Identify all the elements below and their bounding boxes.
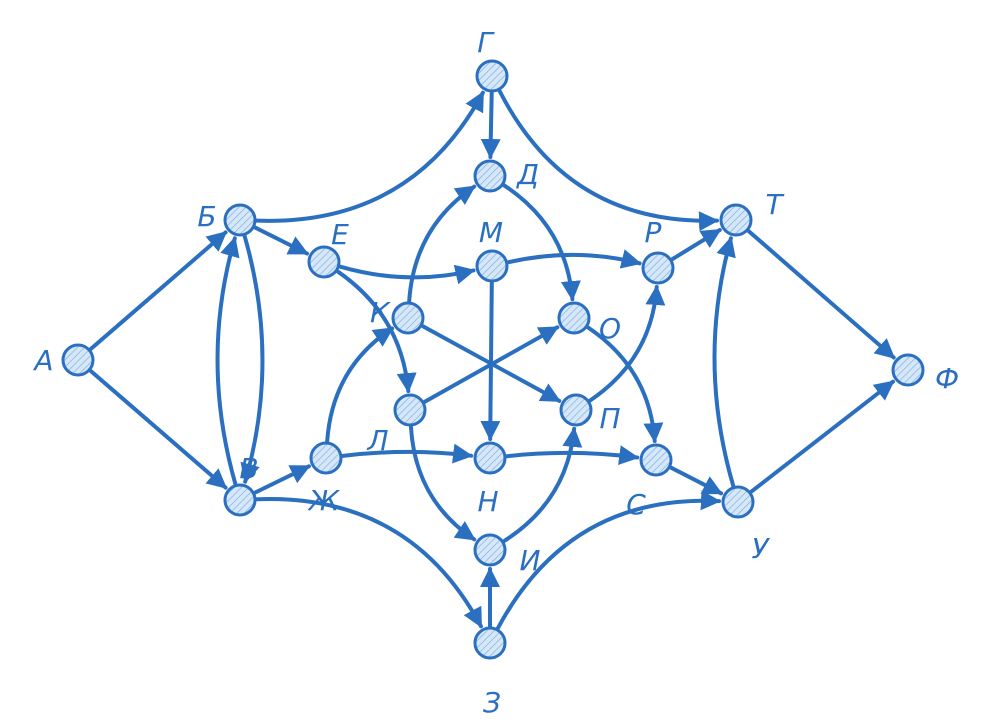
edge-N-S <box>504 445 640 466</box>
node-U <box>721 485 755 519</box>
node-V <box>223 483 257 517</box>
edge-T-F <box>746 229 896 360</box>
edge-Z-U <box>496 490 721 630</box>
edge-B-E <box>253 225 309 256</box>
edge-V-B <box>215 236 240 486</box>
edge-U-F <box>749 379 895 494</box>
node-label-G: Г <box>477 26 495 59</box>
node-P <box>559 393 593 427</box>
node-label-I: И <box>520 544 541 577</box>
edge-L-I <box>409 425 477 542</box>
edge-D-O <box>502 183 581 302</box>
node-K <box>391 301 425 335</box>
edge-G-D <box>480 91 501 159</box>
edge-U-T <box>712 236 736 488</box>
node-D <box>473 159 507 193</box>
edge-P-R <box>588 285 666 403</box>
node-L <box>393 393 427 427</box>
node-label-R: Р <box>645 216 662 249</box>
node-label-P: П <box>599 402 620 435</box>
edge-E-L <box>336 269 417 394</box>
labels-layer: А Б В Г Д Е Ж З И К Л М Н О П Р С Т У Ф <box>32 26 959 719</box>
node-label-V: В <box>239 452 258 485</box>
node-label-S: С <box>626 488 646 521</box>
node-label-T: Т <box>765 188 784 221</box>
edge-B-G <box>255 90 485 223</box>
node-label-M: М <box>479 216 503 249</box>
edge-A-V <box>88 369 228 490</box>
node-I <box>473 533 507 567</box>
edge-V-Zh <box>253 464 311 495</box>
node-B <box>223 203 257 237</box>
node-Z <box>473 626 507 660</box>
node-label-O: О <box>599 312 621 345</box>
nodes-layer <box>61 59 925 660</box>
node-label-B: Б <box>197 200 216 233</box>
edge-Zh-N <box>340 443 474 464</box>
node-label-N: Н <box>477 485 498 518</box>
node-label-E: Е <box>331 218 349 251</box>
edge-O-S <box>586 325 664 443</box>
node-S <box>639 443 673 477</box>
node-label-K: К <box>370 296 391 329</box>
node-T <box>719 203 753 237</box>
edge-R-T <box>670 228 722 262</box>
node-label-Zh: Ж <box>307 484 341 517</box>
node-label-Z: З <box>483 686 501 719</box>
node-O <box>557 301 591 335</box>
edge-E-M <box>338 264 476 285</box>
node-E <box>307 245 341 279</box>
node-G <box>475 59 509 93</box>
edge-A-B <box>88 230 228 351</box>
edge-M-R <box>506 249 642 269</box>
edge-V-Z <box>255 497 483 629</box>
node-label-L: Л <box>366 424 388 457</box>
node-A <box>61 343 95 377</box>
edge-B-V <box>240 234 265 484</box>
edge-M-N <box>480 281 501 441</box>
node-Zh <box>309 441 343 475</box>
node-label-U: У <box>751 532 770 565</box>
edge-G-T <box>497 89 719 232</box>
edge-K-D <box>407 184 477 303</box>
node-label-A: А <box>32 344 53 377</box>
node-label-F: Ф <box>935 362 959 395</box>
edge-I-P <box>502 426 583 543</box>
edge-S-U <box>669 465 724 496</box>
node-label-D: Д <box>515 158 539 191</box>
edge-Zh-K <box>325 326 395 443</box>
edges-layer <box>88 89 896 630</box>
node-R <box>641 251 675 285</box>
node-N <box>473 441 507 475</box>
node-F <box>891 353 925 387</box>
node-M <box>475 249 509 283</box>
